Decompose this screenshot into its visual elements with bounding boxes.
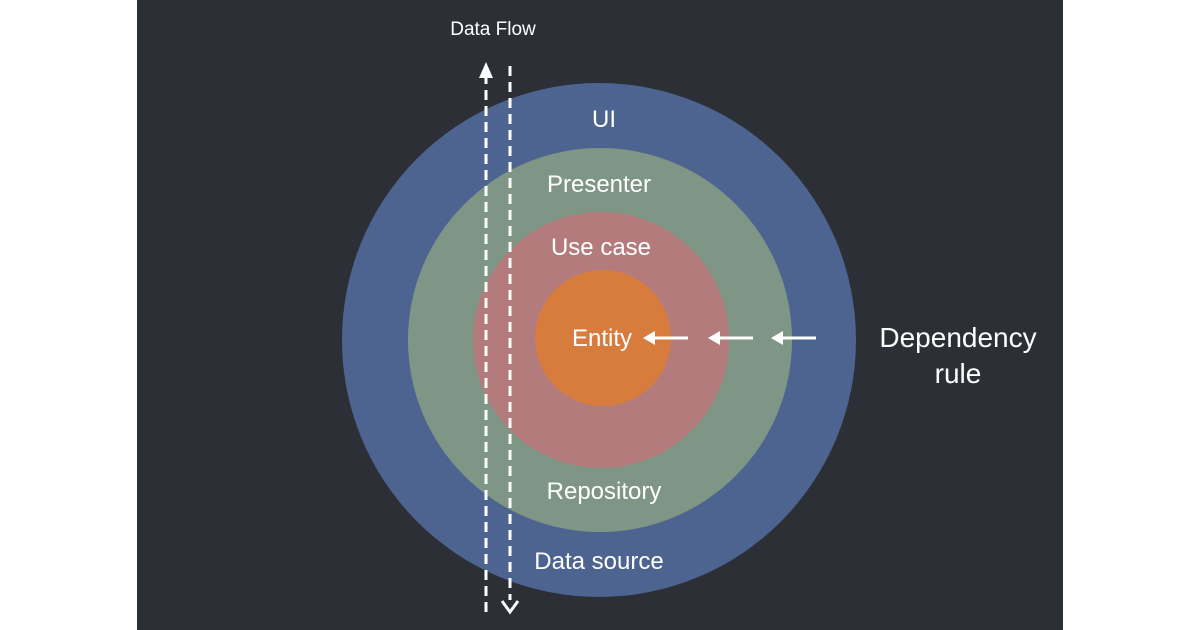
- dependency-arrows: [643, 331, 816, 345]
- data-flow-down-arrowhead: [500, 600, 520, 615]
- data-flow-up-arrowhead: [479, 62, 493, 78]
- entity-core-circle: [535, 270, 671, 406]
- dependency-rule-label-line1: Dependency: [879, 322, 1036, 353]
- data-flow-arrows: [479, 62, 520, 615]
- data-flow-label: Data Flow: [450, 19, 536, 40]
- dependency-arrowhead-1: [643, 331, 655, 345]
- entity-layer-label: Entity: [572, 325, 632, 352]
- ui-layer-label: UI: [592, 106, 616, 133]
- data-source-layer-label: Data source: [534, 548, 663, 575]
- repository-layer-label: Repository: [547, 478, 662, 505]
- dependency-rule-label-line2: rule: [935, 358, 982, 389]
- dependency-arrowhead-2: [708, 331, 720, 345]
- dependency-arrowhead-3: [771, 331, 783, 345]
- use-case-layer-label: Use case: [551, 234, 651, 261]
- presenter-layer-label: Presenter: [547, 171, 651, 198]
